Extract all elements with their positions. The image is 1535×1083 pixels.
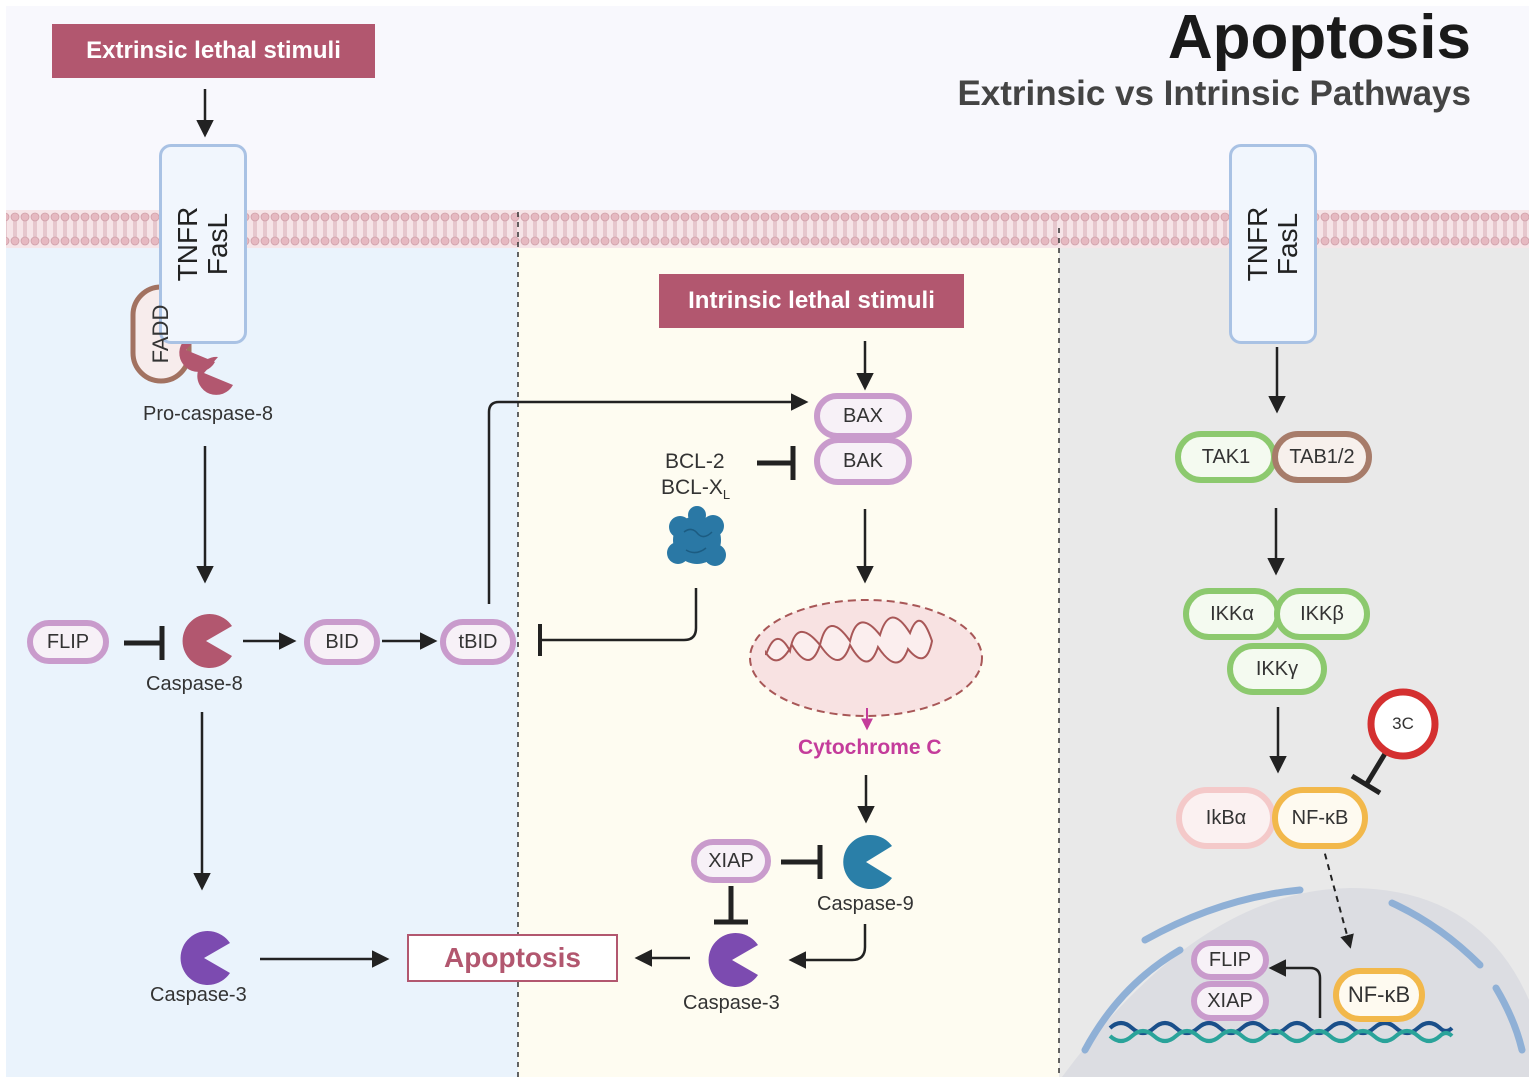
receptor-right-tnfr: TNFR xyxy=(1242,206,1273,282)
nucleus-flip-pill: FLIP xyxy=(1191,940,1269,980)
bclxl-label: BCL-XL xyxy=(661,476,730,502)
caspase3-left-label: Caspase-3 xyxy=(150,984,247,1006)
receptor-left: TNFR FasL xyxy=(159,144,247,344)
bak-pill: BAK xyxy=(814,437,912,485)
caspase3-right-label: Caspase-3 xyxy=(683,992,780,1014)
apoptosis-outcome-box: Apoptosis xyxy=(407,934,618,982)
bax-pill: BAX xyxy=(814,393,912,439)
flip-left-pill: FLIP xyxy=(27,620,109,664)
extrinsic-stimuli-box: Extrinsic lethal stimuli xyxy=(52,24,375,78)
receptor-left-tnfr: TNFR xyxy=(172,206,203,282)
diagram-subtitle: Extrinsic vs Intrinsic Pathways xyxy=(957,74,1471,113)
fadd-label: FADD xyxy=(148,304,173,364)
bclxl-subscript: L xyxy=(722,487,731,503)
ikkb-pill: IKKβ xyxy=(1274,588,1370,640)
ikkg-pill: IKKγ xyxy=(1227,643,1327,695)
tak1-pill: TAK1 xyxy=(1175,431,1277,483)
dna-helix-icon xyxy=(1108,1021,1454,1043)
ikba-pill: IkBα xyxy=(1176,787,1276,849)
receptor-right: TNFR FasL xyxy=(1229,144,1317,344)
caspase9-label: Caspase-9 xyxy=(817,893,914,915)
pro-caspase8-icon-2 xyxy=(197,356,233,395)
receptor-left-fasl: FasL xyxy=(202,212,233,276)
cytochrome-c-label: Cytochrome C xyxy=(798,736,942,759)
nfkb-pill: NF-κB xyxy=(1272,787,1368,849)
caspase3-left-icon xyxy=(180,931,230,986)
diagram-title: Apoptosis xyxy=(1167,3,1471,72)
caspase8-icon xyxy=(182,614,232,668)
nucleus-xiap-pill: XIAP xyxy=(1191,981,1269,1021)
tab-pill: TAB1/2 xyxy=(1272,431,1372,483)
inhibitor-3c-circle xyxy=(1367,688,1439,760)
ikka-pill: IKKα xyxy=(1183,588,1281,640)
mitochondrion-icon xyxy=(749,599,983,717)
bid-pill: BID xyxy=(304,619,380,665)
tbid-pill: tBID xyxy=(440,619,516,665)
bcl2-label: BCL-2 xyxy=(665,450,725,473)
receptor-right-fasl: FasL xyxy=(1272,212,1303,276)
nucleus-nfkb-pill: NF-κB xyxy=(1333,968,1425,1022)
caspase3-right-icon xyxy=(708,933,758,988)
bcl2-protein-icon xyxy=(667,506,726,566)
xiap-pill: XIAP xyxy=(691,839,771,883)
pro-caspase8-label: Pro-caspase-8 xyxy=(143,403,274,425)
intrinsic-stimuli-box: Intrinsic lethal stimuli xyxy=(659,274,964,328)
bclxl-text: BCL-X xyxy=(661,476,723,499)
caspase9-icon xyxy=(843,835,892,889)
caspase8-label: Caspase-8 xyxy=(146,673,243,695)
inhibitor-3c-label: 3C xyxy=(1392,714,1414,733)
